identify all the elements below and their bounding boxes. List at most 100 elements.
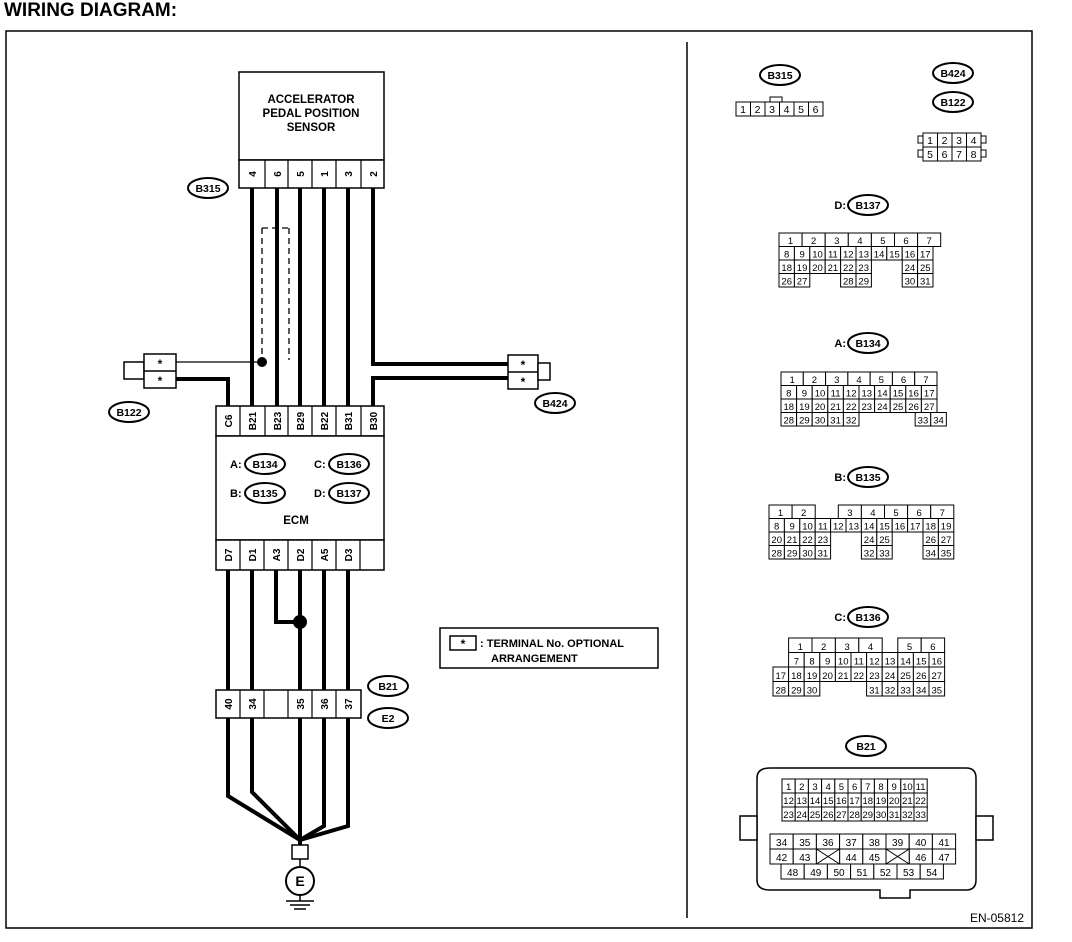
b21-face-pin-11: 11	[916, 782, 926, 793]
connector-tag-label: B134	[252, 459, 277, 471]
pin-21: 21	[838, 671, 849, 682]
ecm-label: ECM	[283, 515, 309, 527]
b21-face-pin-37: 37	[846, 838, 858, 849]
b122-face-tag: B122	[932, 91, 974, 113]
pin-26: 26	[925, 535, 936, 546]
ecm-bottom-pin-strip	[215, 539, 385, 571]
pin-14: 14	[864, 522, 875, 533]
face-tag-b137: B137	[847, 194, 889, 216]
pin-25: 25	[879, 535, 890, 546]
diagram-frame	[5, 30, 1033, 929]
b21-pin-37: 37	[344, 698, 355, 710]
ecm-connector-prefix: A:	[230, 459, 242, 471]
ecm-connector-b134: B134	[244, 453, 286, 475]
pin-30: 30	[807, 686, 818, 697]
b21-face-pin-21: 21	[902, 796, 913, 807]
pin-7: 7	[940, 508, 945, 519]
b315-pin-2: 2	[755, 104, 761, 116]
pin-27: 27	[924, 402, 935, 413]
b21-face-pin-46: 46	[915, 853, 927, 864]
ecm-pin-D1: D1	[248, 548, 259, 561]
pin-9: 9	[825, 657, 830, 668]
face-prefix: C:	[834, 612, 846, 624]
pin-18: 18	[925, 522, 936, 533]
pin-31: 31	[830, 416, 841, 427]
b21-face-pin-33: 33	[915, 810, 926, 821]
face-prefix: A:	[834, 338, 846, 350]
pin-28: 28	[843, 277, 854, 288]
ecm-pin-D7: D7	[224, 548, 235, 561]
b315-pin-1: 1	[740, 104, 746, 116]
b21-face-pin-42: 42	[776, 853, 788, 864]
legend-line1: : TERMINAL No. OPTIONAL	[480, 638, 624, 650]
b21-face-pin-18: 18	[863, 796, 874, 807]
b21-face-pin-32: 32	[902, 810, 913, 821]
e2-connector-tag: E2	[367, 707, 409, 729]
svg-text:B122: B122	[116, 407, 141, 419]
pin-12: 12	[843, 250, 854, 261]
ecm-connector-b137: B137	[328, 482, 370, 504]
pin-17: 17	[776, 671, 787, 682]
b21-face-pin-30: 30	[876, 810, 887, 821]
pin-15: 15	[893, 389, 904, 400]
b21-face-pin-39: 39	[892, 838, 904, 849]
pin-16: 16	[908, 389, 919, 400]
pin-24: 24	[905, 263, 916, 274]
pin-2: 2	[811, 236, 816, 247]
pin-3: 3	[847, 508, 852, 519]
b122-pin-1: 1	[927, 135, 933, 147]
pin-27: 27	[941, 535, 952, 546]
figure-id: EN-05812	[970, 911, 1024, 925]
sensor-pin-2: 2	[369, 171, 380, 177]
pin-28: 28	[776, 686, 787, 697]
pin-19: 19	[941, 522, 952, 533]
b21-face-pin-40: 40	[915, 838, 927, 849]
pin-29: 29	[787, 549, 798, 560]
sensor-pin-3: 3	[344, 171, 355, 177]
pin-4: 4	[856, 375, 861, 386]
b21-face-pin-8: 8	[878, 782, 883, 793]
b21-face-pin-4: 4	[826, 782, 831, 793]
b21-face-pin-25: 25	[810, 810, 821, 821]
pin-17: 17	[924, 389, 935, 400]
b122-pin-7: 7	[956, 149, 962, 161]
b315-connector-tag: B315	[187, 177, 229, 199]
pin-7: 7	[927, 236, 932, 247]
svg-text:B315: B315	[195, 183, 220, 195]
b21-face-pin-5: 5	[839, 782, 844, 793]
pin-19: 19	[807, 671, 818, 682]
pin-10: 10	[802, 522, 813, 533]
pin-29: 29	[791, 686, 802, 697]
pin-30: 30	[905, 277, 916, 288]
b21-face-pin-20: 20	[889, 796, 900, 807]
b315-pin-6: 6	[813, 104, 819, 116]
b21-face-pin-48: 48	[787, 868, 799, 879]
sensor-box	[238, 71, 385, 161]
pin-18: 18	[791, 671, 802, 682]
shield-dashed	[261, 227, 290, 360]
pin-13: 13	[848, 522, 859, 533]
sensor-label-line3: SENSOR	[287, 122, 336, 134]
pin-32: 32	[864, 549, 875, 560]
pin-31: 31	[869, 686, 880, 697]
b21-face-pin-44: 44	[846, 853, 858, 864]
b122-pin-8: 8	[971, 149, 977, 161]
pin-24: 24	[885, 671, 896, 682]
ecm-pin-B23: B23	[273, 411, 284, 430]
pin-1: 1	[798, 642, 803, 653]
b21-face-pin-31: 31	[889, 810, 900, 821]
ecm-pin-D2: D2	[296, 548, 307, 561]
pin-21: 21	[830, 402, 841, 413]
ecm-connector-b136: B136	[328, 453, 370, 475]
pin-34: 34	[925, 549, 936, 560]
pin-27: 27	[932, 671, 943, 682]
pin-13: 13	[858, 250, 869, 261]
b21-face-pin-9: 9	[892, 782, 897, 793]
pin-23: 23	[869, 671, 880, 682]
b21-face-pin-24: 24	[797, 810, 808, 821]
pin-14: 14	[874, 250, 885, 261]
connector-tag-label: B134	[855, 338, 880, 350]
